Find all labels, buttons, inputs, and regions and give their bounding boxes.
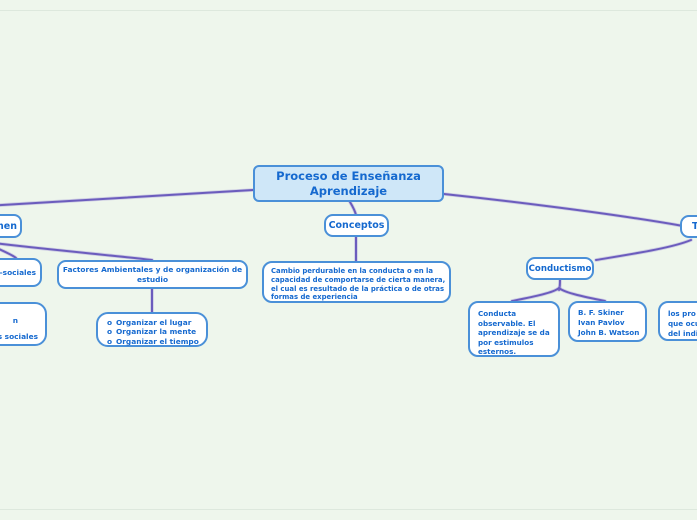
sociales-fragment-line2: es sociales bbox=[0, 332, 38, 341]
canvas-top-border bbox=[0, 10, 697, 11]
organizacion-list-node[interactable]: o Organizar el lugar o Organizar la ment… bbox=[96, 312, 208, 347]
teorias-fragment: Te bbox=[692, 221, 697, 232]
list-item: o Organizar la mente bbox=[98, 327, 206, 336]
conducta-observable-text: Conducta observable. El aprendizaje se d… bbox=[478, 309, 550, 357]
procesos-fragment: los pro que ocu del indi bbox=[668, 309, 697, 338]
root-label: Proceso de Enseñanza Aprendizaje bbox=[276, 168, 421, 198]
factores-ambientales-label: Factores Ambientales y de organización d… bbox=[62, 264, 243, 284]
link-conductismo-trunk bbox=[558, 278, 561, 291]
link-factores-ambientales bbox=[0, 242, 153, 261]
definition-node[interactable]: Cambio perdurable en la conducta o en la… bbox=[262, 261, 451, 303]
factores-parent-node-clipped[interactable]: nen bbox=[0, 214, 22, 238]
canvas-bottom-border bbox=[0, 509, 697, 510]
link-root-factores bbox=[0, 189, 254, 207]
root-node[interactable]: Proceso de Enseñanza Aprendizaje bbox=[253, 165, 444, 202]
conductismo-node[interactable]: Conductismo bbox=[526, 257, 594, 280]
sociales-node-clipped[interactable]: n es sociales bbox=[0, 302, 47, 346]
list-bullet: o bbox=[107, 318, 113, 327]
link-root-teorias bbox=[443, 193, 684, 227]
psico-sociales-fragment: o-sociales bbox=[0, 268, 36, 277]
conceptos-node[interactable]: Conceptos bbox=[324, 214, 389, 237]
conceptos-label: Conceptos bbox=[328, 220, 385, 231]
list-item-text: Organizar el lugar bbox=[116, 318, 192, 327]
autores-node[interactable]: B. F. Skiner Ivan Pavlov John B. Watson bbox=[568, 301, 647, 342]
list-item: o Organizar el tiempo bbox=[98, 337, 206, 346]
list-item-text: Organizar el tiempo bbox=[116, 336, 199, 346]
factores-parent-fragment: nen bbox=[0, 220, 17, 232]
link-conductismo-children bbox=[511, 286, 606, 302]
autores-text: B. F. Skiner Ivan Pavlov John B. Watson bbox=[578, 308, 640, 337]
conducta-observable-node[interactable]: Conducta observable. El aprendizaje se d… bbox=[468, 301, 560, 357]
list-bullet: o bbox=[107, 336, 113, 346]
list-item-text: Organizar la mente bbox=[116, 327, 197, 337]
definition-text: Cambio perdurable en la conducta o en la… bbox=[271, 267, 446, 302]
psico-sociales-node-clipped[interactable]: o-sociales bbox=[0, 258, 42, 287]
sociales-fragment-line1: n bbox=[12, 316, 18, 325]
list-item: o Organizar el lugar bbox=[98, 318, 206, 327]
link-teorias-conductismo bbox=[595, 239, 692, 261]
list-bullet: o bbox=[107, 327, 113, 337]
conductismo-label: Conductismo bbox=[528, 263, 592, 274]
teorias-node-clipped[interactable]: Te bbox=[680, 215, 697, 238]
procesos-node-clipped[interactable]: los pro que ocu del indi bbox=[658, 301, 697, 341]
link-factores-psico bbox=[0, 248, 17, 259]
factores-ambientales-node[interactable]: Factores Ambientales y de organización d… bbox=[57, 260, 248, 289]
link-root-conceptos bbox=[349, 201, 357, 216]
